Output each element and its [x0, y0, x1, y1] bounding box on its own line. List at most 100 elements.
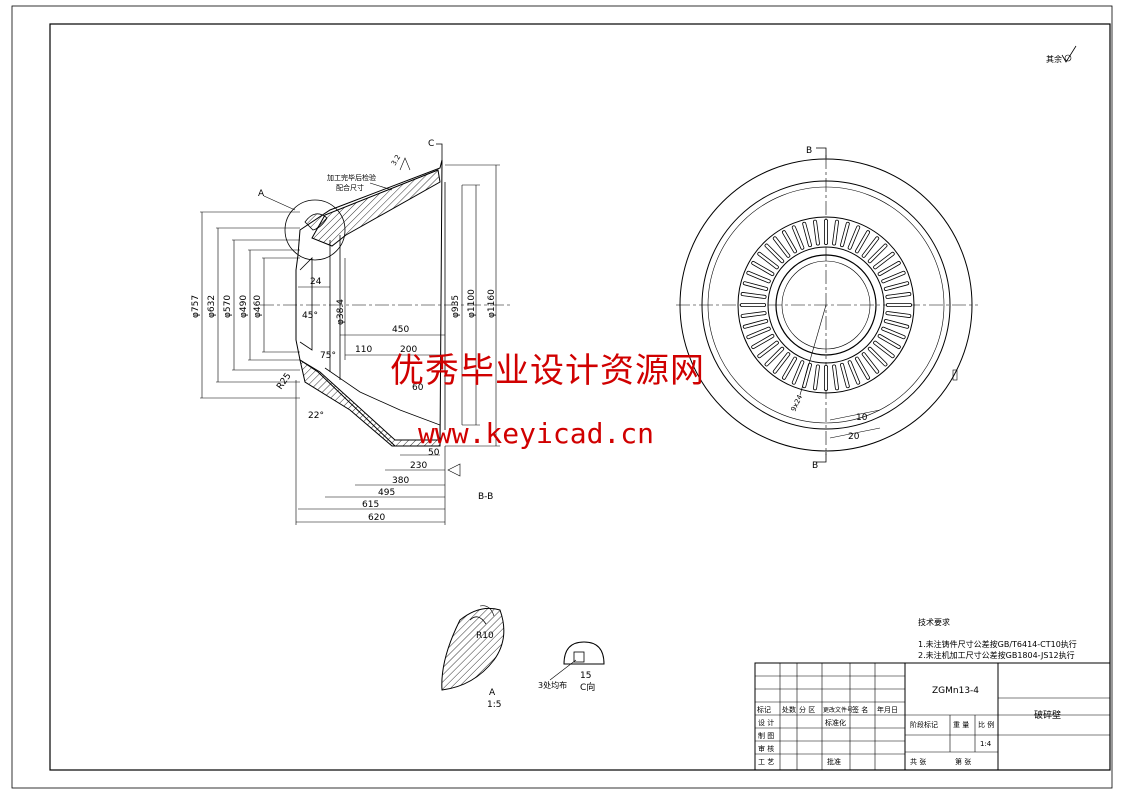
svg-text:其余: 其余 — [1046, 54, 1062, 64]
dim-60: 60 — [412, 383, 424, 393]
slot-inner — [862, 237, 879, 258]
watermark-url: www.keyicad.cn — [418, 417, 655, 450]
tech-line-1: 1.未注铸件尺寸公差按GB/T6414-CT10执行 — [918, 639, 1077, 649]
note-fit: 配合尺寸 — [336, 183, 364, 192]
slot-inner — [782, 231, 797, 253]
dim-d632: φ632 — [207, 295, 217, 318]
roughness-symbol: 其余 — [1046, 45, 1077, 64]
tb-approve: 批准 — [827, 757, 841, 766]
diameter-dims — [200, 164, 500, 447]
dim-50: 50 — [428, 448, 440, 458]
slot-inner — [792, 361, 804, 384]
c-dim-15: 15 — [580, 671, 591, 681]
slot-inner — [773, 352, 790, 373]
slot-inner — [855, 357, 870, 379]
dim-20: 20 — [848, 432, 860, 442]
slot-inner — [743, 319, 768, 328]
slot-inner — [832, 220, 839, 245]
slot-inner — [765, 244, 784, 263]
tb-material: ZGMn13-4 — [932, 686, 979, 696]
slot-inner — [747, 271, 770, 283]
slot-inner — [782, 357, 797, 379]
c-view-label: C向 — [580, 681, 595, 693]
slot-inner — [743, 282, 768, 291]
dim-d1100: φ1100 — [467, 289, 477, 318]
dim-angle-75: 75° — [320, 351, 336, 361]
tb-head-1: 处数 — [782, 705, 796, 714]
slot-inner — [882, 271, 905, 283]
tb-row-2: 审 核 — [758, 744, 774, 753]
roughness-value: 3.2 — [390, 153, 402, 167]
detail-a-label: A — [489, 688, 496, 698]
slot-inner — [741, 311, 766, 318]
view-C — [549, 641, 605, 681]
tb-row-3: 工 艺 — [758, 758, 774, 766]
tb-sheet-no: 第 张 — [955, 757, 971, 766]
slot-inner — [840, 363, 849, 388]
slot-inner — [886, 292, 911, 299]
label-B-top: B — [806, 146, 812, 156]
title-block — [754, 662, 1111, 771]
tb-head-4: 签 名 — [852, 705, 868, 714]
slot-inner — [878, 334, 900, 349]
slot-inner — [803, 222, 812, 247]
slot-inner — [882, 327, 905, 339]
note-machined: 加工完毕后检验 — [327, 173, 376, 182]
dim-angle-22: 22° — [308, 411, 324, 421]
dim-d38: φ38.4 — [336, 299, 346, 325]
dim-d1160: φ1160 — [487, 289, 497, 318]
dim-620: 620 — [368, 513, 385, 523]
slot-inner — [813, 365, 820, 390]
watermark-cn: 优秀毕业设计资源网 — [390, 351, 705, 391]
section-view — [260, 159, 510, 447]
tb-head-5: 年月日 — [877, 705, 898, 714]
slot-inner — [813, 220, 820, 245]
dim-d935: φ935 — [451, 295, 461, 318]
dim-230: 230 — [410, 461, 427, 471]
slot-inner — [868, 347, 887, 366]
tb-part-name: 破碎壁 — [1034, 709, 1061, 721]
dim-slot: 9x24 — [790, 393, 805, 413]
radial-slots — [740, 219, 912, 391]
tech-title: 技术要求 — [918, 617, 950, 627]
tb-std: 标准化 — [825, 718, 846, 727]
slot-inner — [741, 292, 766, 299]
dim-d490: φ490 — [239, 295, 249, 318]
slot-inner — [873, 252, 894, 269]
tech-line-2: 2.未注机加工尺寸公差按GB1804-JS12执行 — [918, 650, 1075, 660]
slot-inner — [773, 237, 790, 258]
slot-inner — [884, 282, 909, 291]
label-BB: B-B — [478, 492, 493, 502]
dim-d460: φ460 — [253, 295, 263, 318]
slot-inner — [868, 244, 887, 263]
tb-head-2: 分 区 — [799, 705, 815, 714]
slot-inner — [884, 319, 909, 328]
detail-a-scale: 1:5 — [487, 700, 501, 710]
slot-inner — [878, 261, 900, 276]
slot-inner — [873, 341, 894, 358]
slot-inner — [792, 226, 804, 249]
slot-inner — [855, 231, 870, 253]
tb-ratio: 比 例 — [978, 720, 994, 729]
length-dims — [295, 286, 446, 525]
slot-inner — [832, 365, 839, 390]
tb-row-1: 制 图 — [758, 731, 774, 740]
inner-frame — [49, 23, 1111, 771]
dim-450: 450 — [392, 325, 409, 335]
slot-note: 3处均布 — [538, 680, 567, 690]
slot-inner — [840, 222, 849, 247]
slot-inner — [803, 363, 812, 388]
detail-A — [441, 605, 505, 691]
dim-10: 10 — [856, 413, 868, 423]
tb-weight: 重 量 — [953, 721, 969, 729]
slot-inner — [758, 341, 779, 358]
dim-d570: φ570 — [223, 295, 233, 318]
dim-380: 380 — [392, 476, 409, 486]
tb-head-0: 标记 — [757, 705, 771, 714]
dim-r10: R10 — [476, 631, 494, 641]
tb-head-3: 更改文件号 — [823, 706, 853, 714]
label-B-bottom: B — [812, 461, 818, 471]
dim-495: 495 — [378, 488, 395, 498]
outer-frame — [11, 5, 1113, 789]
